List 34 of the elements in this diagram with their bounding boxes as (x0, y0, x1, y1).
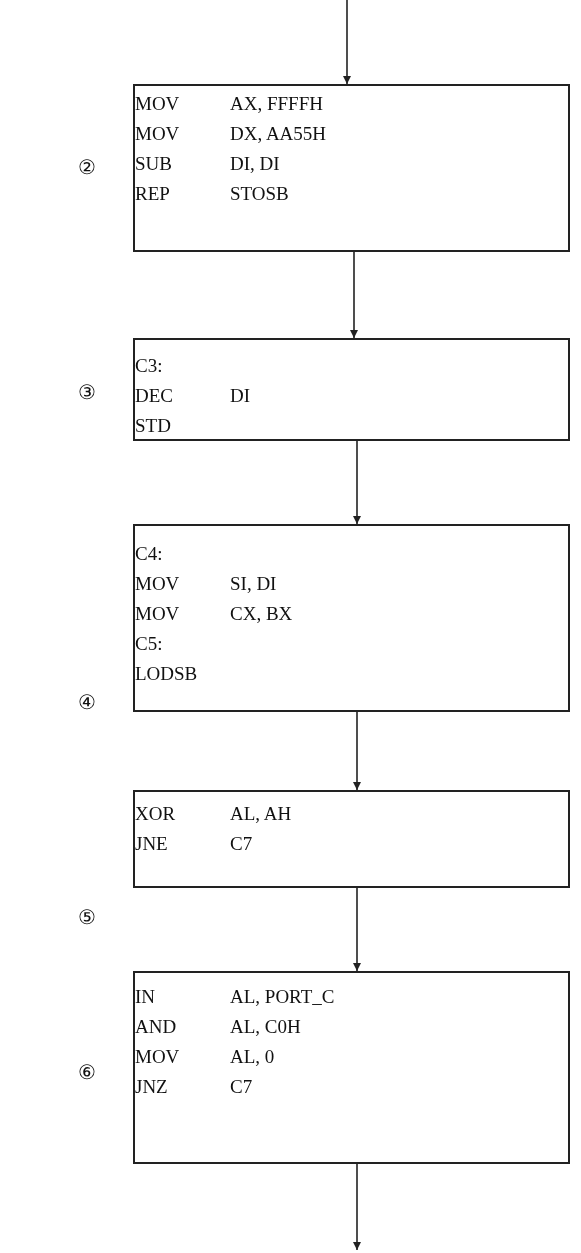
code-line: MOV DX, AA55H (135, 122, 327, 146)
process-box (133, 790, 570, 888)
code-line: SUB DI, DI (135, 152, 280, 176)
code-line: REP STOSB (135, 182, 289, 206)
arrow (350, 251, 358, 339)
arrow (353, 887, 361, 972)
code-line: C4: (135, 542, 163, 566)
code-line: IN AL, PORT_C (135, 985, 335, 1009)
process-box (133, 84, 570, 252)
arrow (353, 1163, 361, 1251)
arrow (343, 0, 351, 85)
code-line: MOV AX, FFFFH (135, 92, 323, 116)
code-line: C3: (135, 354, 163, 378)
code-line: MOV AL, 0 (135, 1045, 275, 1069)
code-line: XOR AL, AH (135, 802, 292, 826)
code-line: STD (135, 414, 171, 438)
arrow (353, 440, 361, 525)
code-line: DEC DI (135, 384, 251, 408)
code-line: C5: (135, 632, 163, 656)
code-line: MOV CX, BX (135, 602, 293, 626)
code-line: JNZ C7 (135, 1075, 253, 1099)
arrow (353, 711, 361, 791)
code-line: LODSB (135, 662, 198, 686)
code-line: MOV SI, DI (135, 572, 277, 596)
step-number: ③ (78, 380, 96, 404)
code-line: AND AL, C0H (135, 1015, 301, 1039)
process-box (133, 524, 570, 712)
step-number: ② (78, 155, 96, 179)
step-number: ④ (78, 690, 96, 714)
process-box (133, 971, 570, 1164)
process-box (133, 338, 570, 441)
code-line: JNE C7 (135, 832, 253, 856)
step-number: ⑤ (78, 905, 96, 929)
step-number: ⑥ (78, 1060, 96, 1084)
